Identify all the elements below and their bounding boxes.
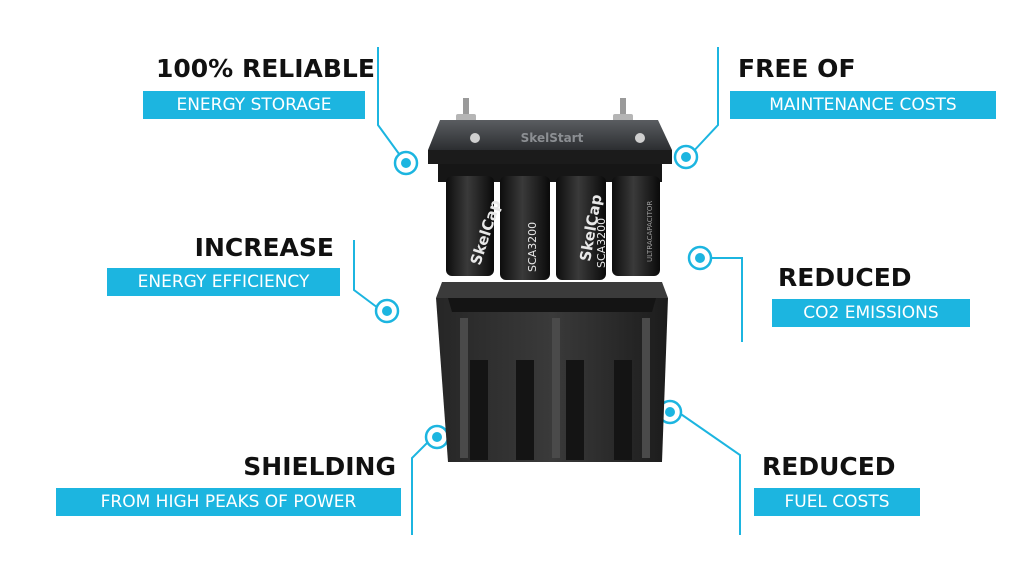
feature-subtitle-co2-emissions: CO2 EMISSIONS (772, 299, 970, 327)
cell-model-label-2: SCA3200 (595, 218, 608, 268)
feature-subtitle-fuel-costs: FUEL COSTS (754, 488, 920, 516)
connector-emissions (712, 257, 743, 342)
lid-brand-text: SkelStart (521, 131, 584, 145)
marker-dot-maintenance (681, 152, 691, 162)
feature-subtitle-maintenance-costs: MAINTENANCE COSTS (730, 91, 996, 119)
marker-dot-reliable (401, 158, 411, 168)
connector-reliable (377, 47, 403, 159)
feature-title-reduced-emissions: REDUCED (778, 263, 912, 292)
feature-title-increase: INCREASE (194, 233, 334, 262)
cell-1 (446, 176, 494, 276)
cell-model-label: SCA3200 (526, 222, 539, 272)
connector-shielding (411, 436, 434, 535)
marker-dot-shielding (432, 432, 442, 442)
terminal-posts (456, 98, 633, 122)
feature-title-shielding: SHIELDING (243, 452, 396, 481)
feature-subtitle-energy-efficiency: ENERGY EFFICIENCY (107, 268, 340, 296)
battery-case (436, 282, 668, 462)
connector-efficiency (353, 240, 379, 309)
connector-maintenance (689, 47, 719, 156)
cell-sub-label: ULTRACAPACITOR (646, 201, 654, 262)
feature-subtitle-high-peaks: FROM HIGH PEAKS OF POWER (56, 488, 401, 516)
marker-dot-emissions (695, 253, 705, 263)
cell-3 (556, 176, 606, 280)
feature-title-reduced-fuel: REDUCED (762, 452, 896, 481)
cell-holder (438, 164, 662, 182)
feature-title-free-of: FREE OF (738, 54, 856, 83)
cell-4 (612, 176, 660, 276)
connector-fuel (674, 409, 741, 535)
capacitor-cells (446, 176, 660, 280)
lid: SkelStart (428, 120, 672, 164)
cell-2 (500, 176, 550, 280)
feature-subtitle-energy-storage: ENERGY STORAGE (143, 91, 365, 119)
feature-title-reliable: 100% RELIABLE (156, 54, 375, 83)
marker-dot-efficiency (382, 306, 392, 316)
marker-dot-fuel (665, 407, 675, 417)
